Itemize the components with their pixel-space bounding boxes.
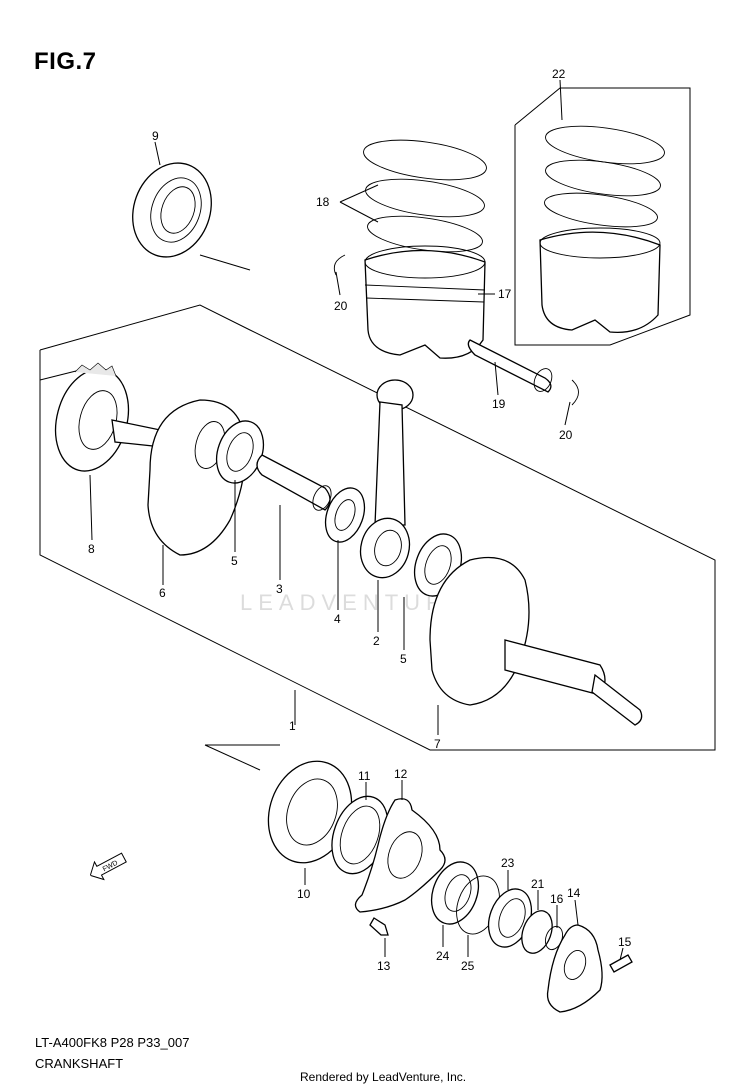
rendered-by: Rendered by LeadVenture, Inc. — [300, 1070, 467, 1084]
callout-22: 22 — [552, 67, 566, 81]
callout-3: 3 — [276, 582, 283, 596]
callout-5a: 5 — [231, 554, 238, 568]
section-name: CRANKSHAFT — [35, 1056, 124, 1071]
callout-16: 16 — [550, 892, 564, 906]
callout-17: 17 — [498, 287, 512, 301]
callout-14: 14 — [567, 886, 581, 900]
piston-rings — [363, 139, 487, 253]
callout-24: 24 — [436, 949, 450, 963]
piston-pin-19 — [467, 339, 553, 393]
callout-5b: 5 — [400, 652, 407, 666]
callout-labels: 1 2 3 4 5 5 6 7 8 9 10 11 12 13 14 15 16… — [88, 67, 632, 973]
circlip-20a — [333, 254, 346, 276]
assembly-outline — [39, 254, 716, 771]
needle-bearing-4 — [324, 487, 366, 543]
callout-11: 11 — [358, 769, 371, 783]
callout-23: 23 — [501, 856, 515, 870]
figure-code: LT-A400FK8 P28 P33_007 — [35, 1035, 190, 1050]
circlip-20b — [571, 379, 579, 406]
callout-21: 21 — [531, 877, 545, 891]
callout-2: 2 — [373, 634, 380, 648]
crank-pin-3 — [256, 454, 332, 511]
fwd-label: FWD — [102, 860, 119, 874]
plate-14 — [546, 924, 603, 1013]
callout-18: 18 — [316, 195, 330, 209]
gear-8 — [54, 362, 130, 472]
bolt-13 — [369, 917, 389, 936]
figure-title: FIG.7 — [34, 48, 97, 75]
callout-6: 6 — [159, 586, 166, 600]
callout-19: 19 — [492, 397, 506, 411]
callout-15: 15 — [618, 935, 632, 949]
callout-25: 25 — [461, 959, 475, 973]
callout-9: 9 — [152, 129, 159, 143]
callout-20a: 20 — [334, 299, 348, 313]
retainer-plate-12 — [354, 798, 446, 913]
forward-arrow-icon: FWD — [85, 847, 131, 885]
bearing-9 — [132, 162, 212, 258]
piston-17 — [364, 245, 486, 359]
callout-8: 8 — [88, 542, 95, 556]
bolt-15 — [609, 954, 633, 973]
callout-13: 13 — [377, 959, 391, 973]
oil-seal-10 — [267, 760, 353, 864]
leader-lines — [89, 79, 624, 961]
callout-4: 4 — [334, 612, 341, 626]
crank-web-right-7 — [429, 556, 643, 726]
callout-10: 10 — [297, 887, 311, 901]
callout-7: 7 — [434, 737, 441, 751]
callout-1: 1 — [289, 719, 296, 733]
callout-20b: 20 — [559, 428, 573, 442]
callout-12: 12 — [394, 767, 408, 781]
bearing-24 — [430, 861, 480, 925]
connecting-rod-2 — [359, 379, 414, 579]
piston-22 — [539, 125, 665, 334]
washer-21 — [521, 910, 553, 954]
